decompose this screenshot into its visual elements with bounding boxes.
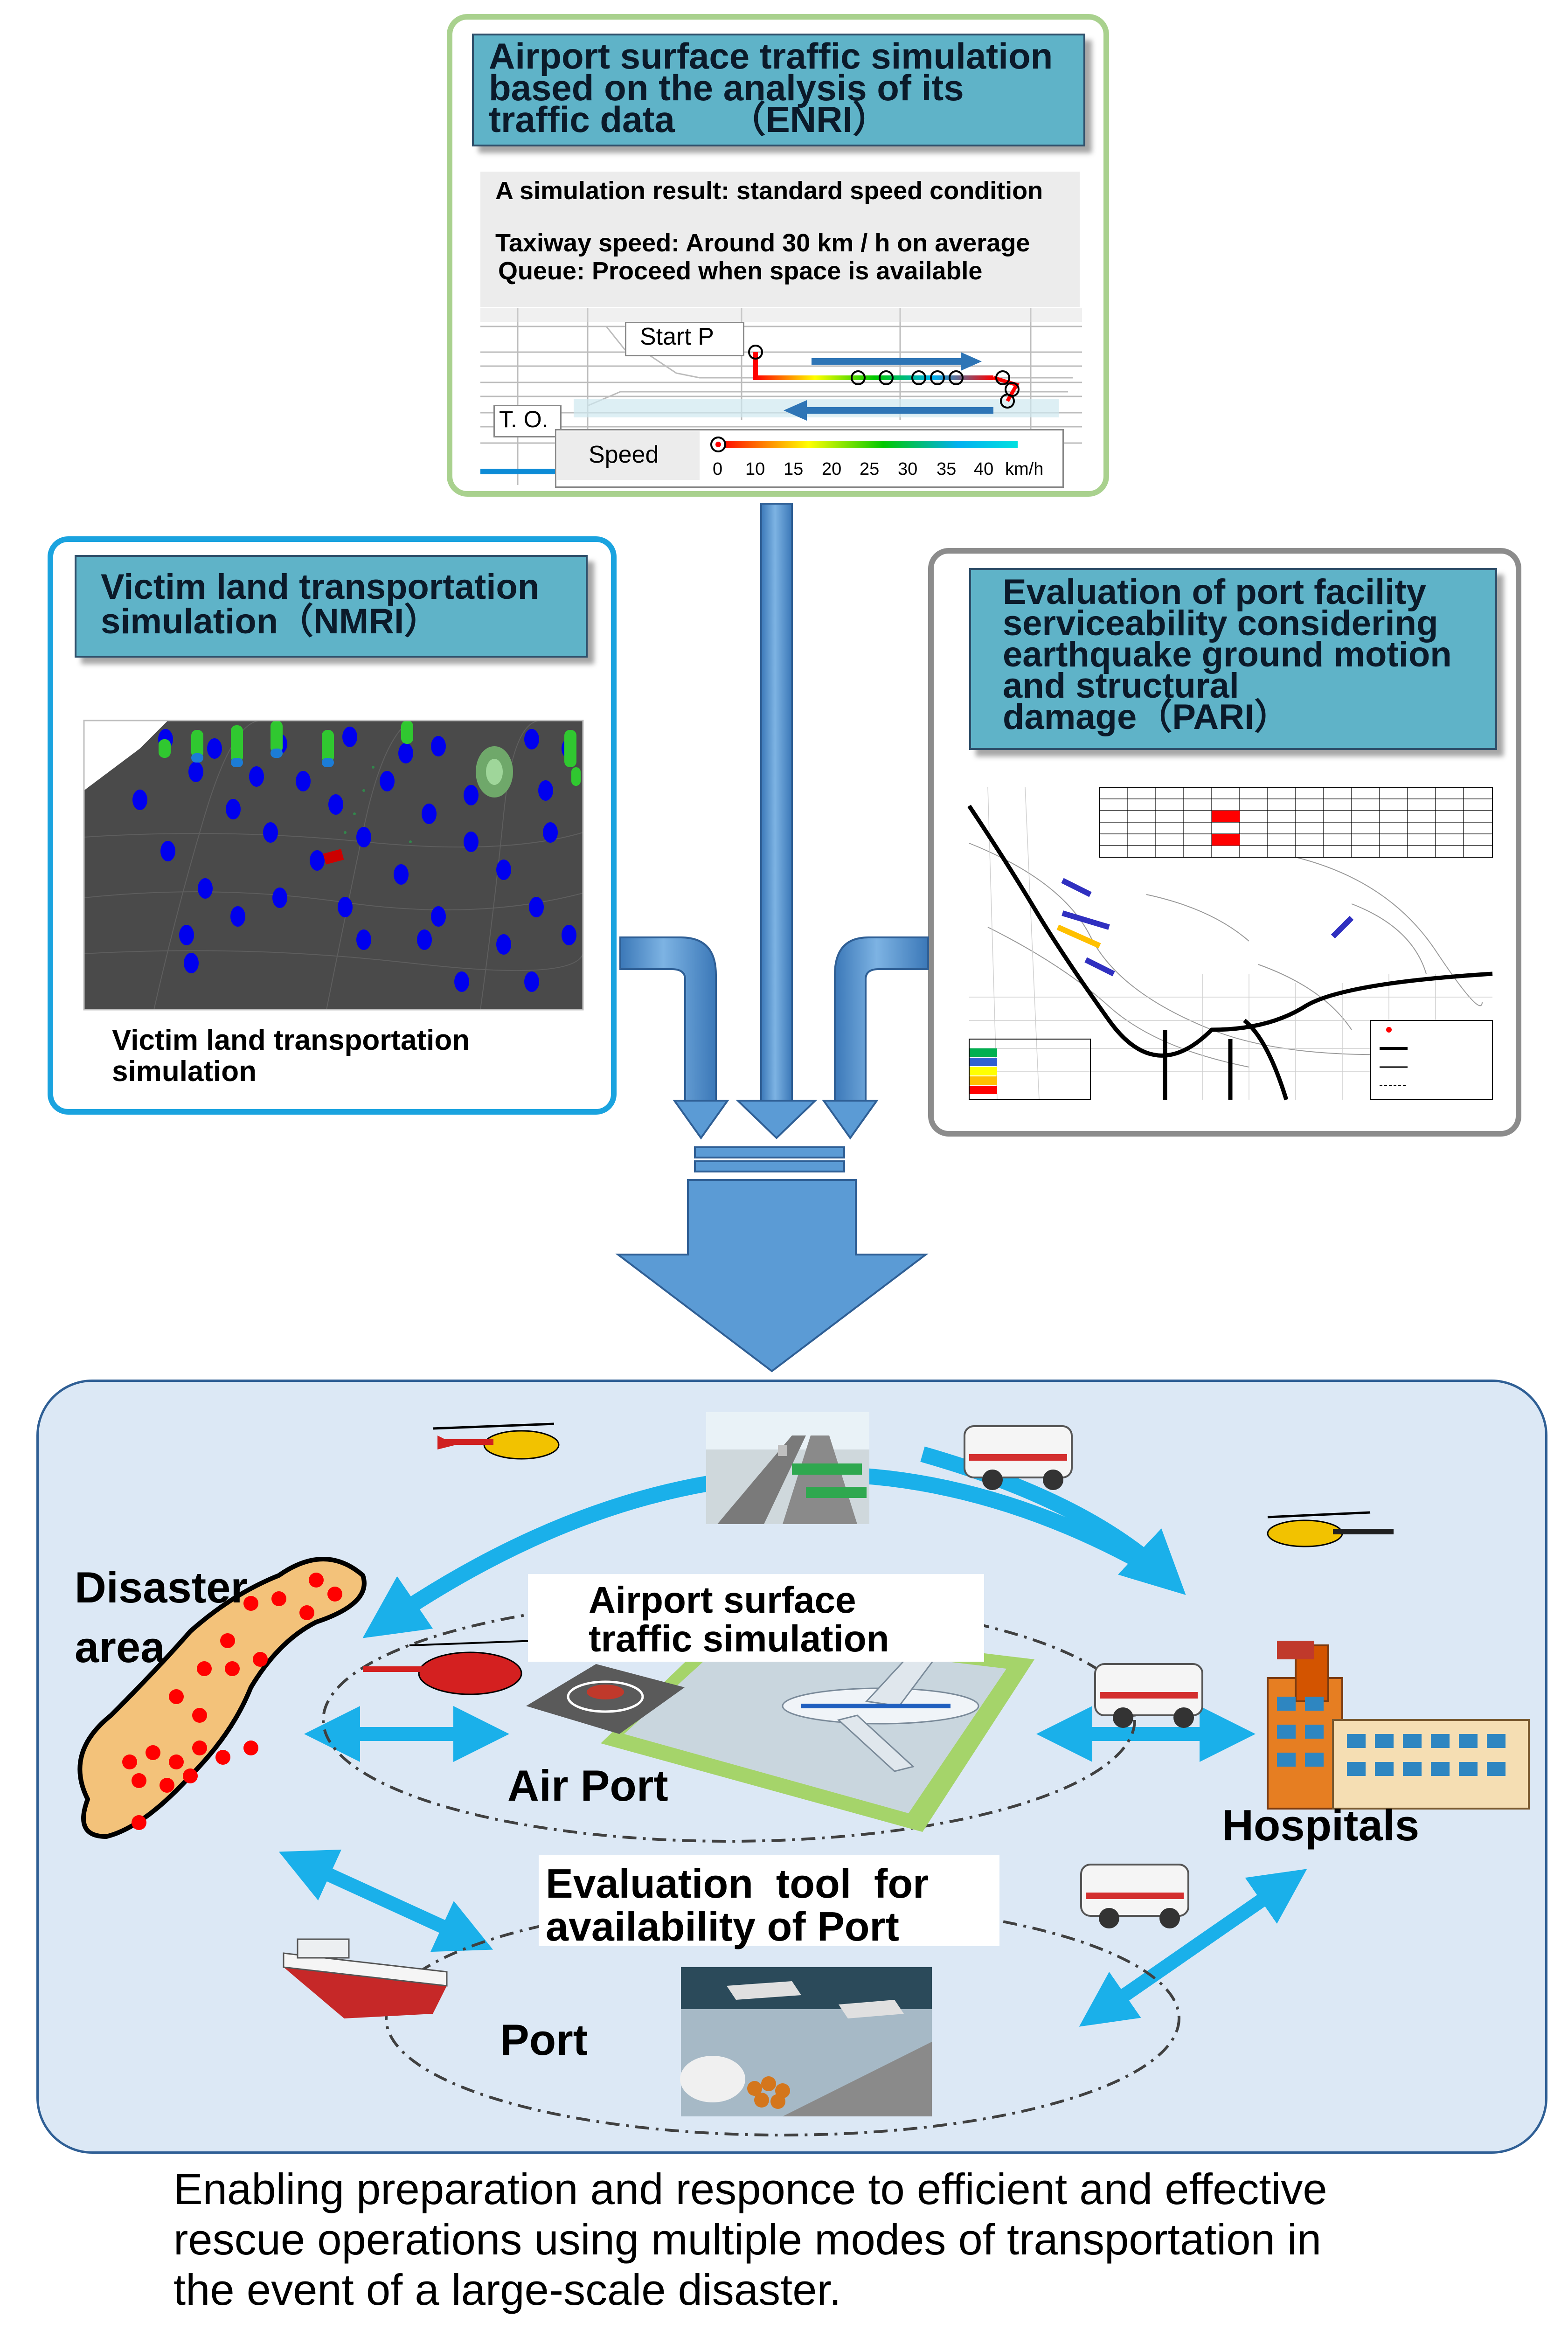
speed-tick-15: 15 — [784, 459, 804, 479]
nmri-caption-line-2: simulation — [112, 1055, 257, 1088]
speed-tick-35: 35 — [937, 459, 957, 479]
airport-image — [601, 1575, 1034, 1832]
enri-title-line-2: based on the analysis of its — [489, 67, 964, 108]
road-image — [706, 1412, 869, 1524]
nmri-caption-line-1: Victim land transportation — [112, 1024, 470, 1056]
network-diagram — [77, 1412, 1530, 2136]
enri-taxiway-text: Taxiway speed: Around 30 km / h on avera… — [495, 229, 1030, 257]
helicopter-red — [363, 1640, 536, 1695]
airport-sim-label-2: traffic simulation — [589, 1618, 889, 1659]
helicopter-top-left — [432, 1422, 560, 1460]
pari-title-line-1: Evaluation of port facility — [1003, 572, 1426, 612]
start-p-label: Start P — [640, 323, 714, 350]
air-port-label: Air Port — [507, 1761, 668, 1810]
to-label-box — [493, 405, 562, 437]
port-label: Port — [500, 2015, 588, 2064]
pari-title-line-2: serviceability considering — [1003, 603, 1438, 643]
disaster-area-label-2: area — [75, 1623, 165, 1671]
enri-title: Airport surface traffic simulation based… — [472, 34, 1085, 146]
enri-info-box — [480, 172, 1080, 307]
disaster-area-label-1: Disaster — [75, 1563, 248, 1612]
start-p-label-box — [625, 322, 744, 356]
airport-sim-label-box — [528, 1574, 984, 1662]
enri-title-line-1: Airport surface traffic simulation — [489, 35, 1053, 76]
helicopter-top-right — [1267, 1511, 1394, 1547]
speed-color-bar — [710, 437, 1018, 452]
boat-image — [283, 1938, 448, 2018]
eval-tool-label-box — [539, 1855, 999, 1946]
speed-tick-40: 40 — [974, 459, 994, 479]
taxi-path-diagram — [748, 345, 1020, 421]
pari-title-line-5: damage（PARI） — [1003, 697, 1290, 737]
hospitals-label: Hospitals — [1222, 1801, 1420, 1850]
enri-result-text: A simulation result: standard speed cond… — [495, 177, 1043, 205]
footer-line-2: rescue operations using multiple modes o… — [173, 2215, 1322, 2264]
port-image — [680, 1967, 932, 2116]
ambulance-top — [964, 1425, 1073, 1490]
enri-title-line-3: traffic data （ENRI） — [489, 99, 889, 140]
speed-unit: km/h — [1005, 459, 1044, 479]
speed-tick-20: 20 — [822, 459, 842, 479]
nmri-title-line-1: Victim land transportation — [101, 567, 540, 607]
enri-queue-text: Queue: Proceed when space is available — [498, 257, 983, 285]
nmri-simulation-image — [83, 720, 584, 1011]
speed-tick-0: 0 — [713, 459, 723, 479]
eval-tool-label-1: Evaluation tool for — [546, 1860, 929, 1907]
pari-port-map — [967, 787, 1493, 1101]
speed-tick-25: 25 — [860, 459, 880, 479]
hospital-image — [1267, 1641, 1530, 1810]
nmri-title-line-2: simulation（NMRI） — [101, 602, 440, 641]
nmri-title: Victim land transportation simulation（NM… — [75, 555, 588, 658]
eval-tool-label-2: availability of Port — [546, 1903, 899, 1949]
helipad-image — [526, 1664, 685, 1734]
speed-tick-30: 30 — [898, 459, 918, 479]
airport-sim-label-1: Airport surface — [589, 1579, 856, 1621]
pari-title-line-3: earthquake ground motion — [1003, 635, 1452, 674]
footer-line-3: the event of a large-scale disaster. — [173, 2265, 841, 2314]
ambulance-bottom — [1080, 1864, 1189, 1928]
pari-title: Evaluation of port facility serviceabili… — [969, 568, 1497, 750]
footer-line-1: Enabling preparation and responce to eff… — [173, 2164, 1327, 2213]
pari-title-line-4: and structural — [1003, 666, 1239, 706]
integration-arrows — [615, 503, 929, 1373]
ambulance-middle — [1094, 1663, 1203, 1728]
speed-legend-label-box — [557, 431, 700, 480]
speed-tick-10: 10 — [745, 459, 765, 479]
to-label: T. O. — [499, 406, 548, 432]
speed-legend-label: Speed — [589, 441, 659, 468]
